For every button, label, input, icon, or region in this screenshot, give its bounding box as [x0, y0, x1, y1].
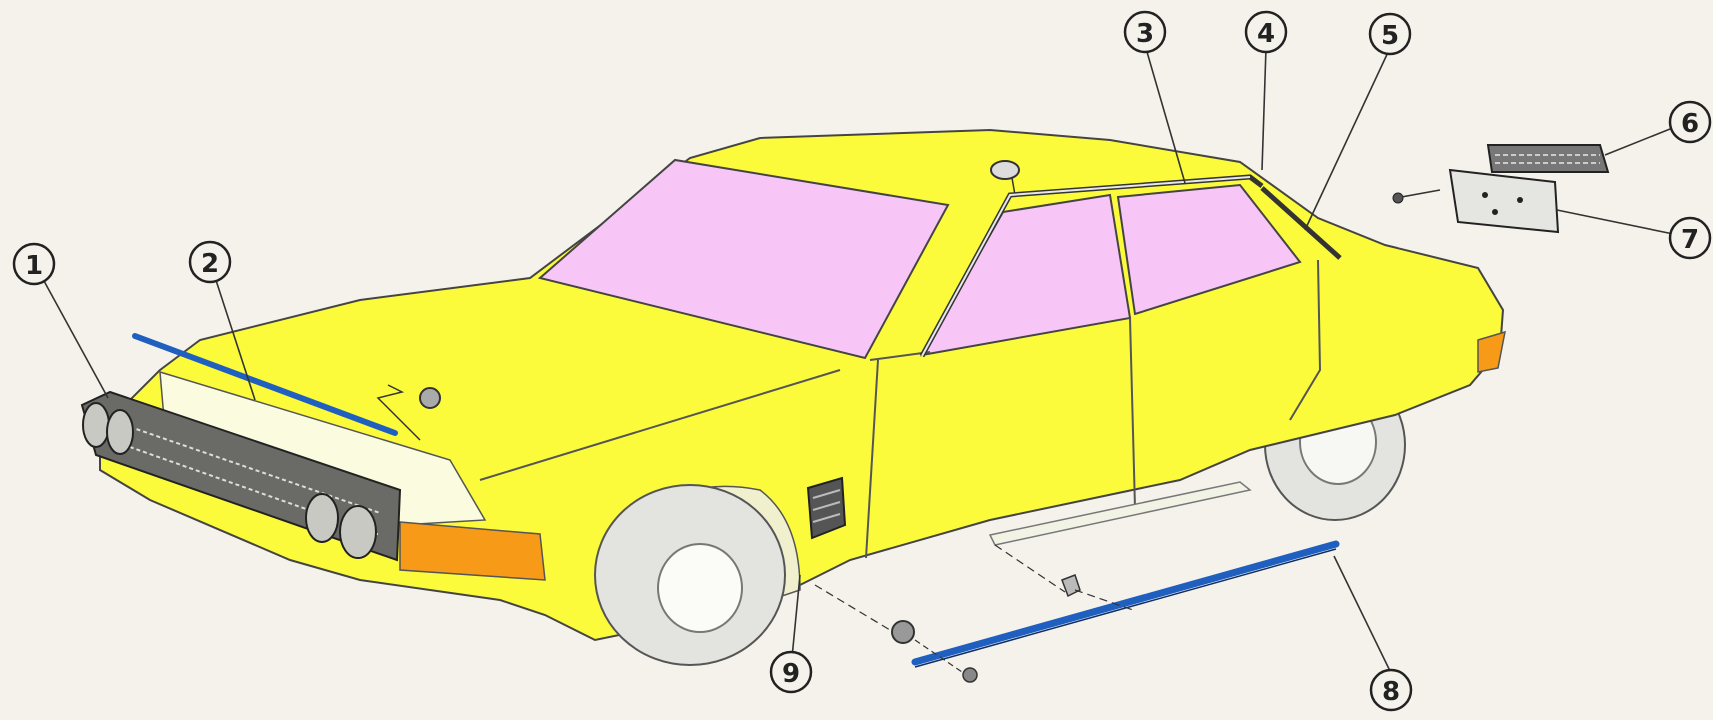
leader-line-8	[1334, 556, 1391, 673]
callout-6: 6	[1670, 102, 1710, 142]
leader-line-5	[1305, 48, 1390, 230]
fender-clip	[815, 585, 977, 682]
svg-text:2: 2	[201, 249, 219, 279]
svg-text:8: 8	[1382, 677, 1400, 707]
svg-text:6: 6	[1681, 109, 1699, 139]
callout-7: 7	[1670, 218, 1710, 258]
svg-text:4: 4	[1257, 19, 1275, 49]
rear-panel-garnish	[1393, 170, 1558, 232]
callout-4: 4	[1246, 12, 1286, 52]
callout-1: 1	[14, 244, 54, 284]
callout-8: 8	[1371, 670, 1411, 710]
leader-line-1	[38, 270, 108, 398]
svg-text:7: 7	[1681, 225, 1699, 255]
molding-clip	[995, 545, 1133, 610]
leader-line-4	[1262, 48, 1266, 170]
leader-line-6	[1605, 125, 1680, 155]
callout-2: 2	[190, 242, 230, 282]
front-wheel	[595, 485, 785, 665]
svg-text:1: 1	[25, 251, 43, 281]
leader-line-7	[1557, 210, 1683, 236]
rear-emblem	[1488, 145, 1608, 172]
callout-3: 3	[1125, 12, 1165, 52]
rocker-panel-molding	[915, 544, 1336, 662]
svg-text:5: 5	[1381, 21, 1399, 51]
svg-text:3: 3	[1136, 19, 1154, 49]
svg-text:9: 9	[782, 659, 800, 689]
callout-9: 9	[771, 652, 811, 692]
callout-5: 5	[1370, 14, 1410, 54]
